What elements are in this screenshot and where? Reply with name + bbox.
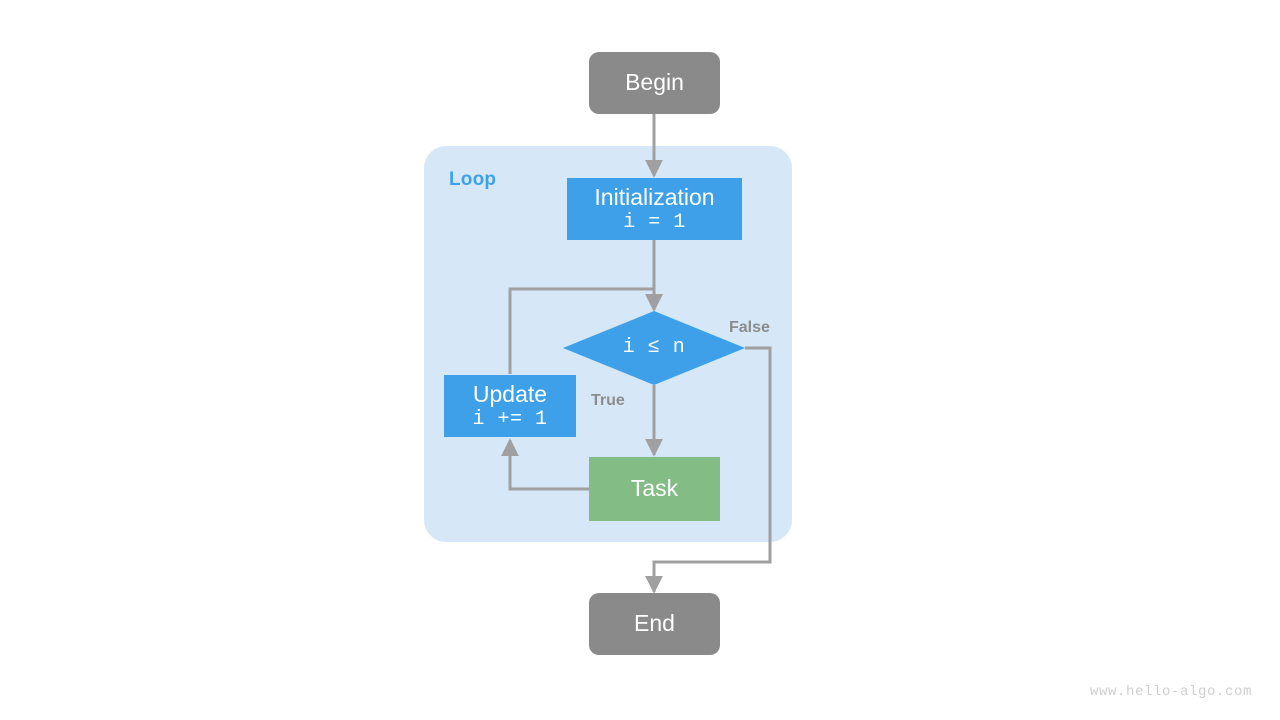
node-initialization-shape[interactable] — [567, 178, 742, 240]
edge-label-true: True — [591, 392, 625, 409]
node-begin-shape[interactable] — [589, 52, 720, 114]
node-task-shape[interactable] — [589, 457, 720, 521]
edge-label-false: False — [729, 319, 770, 336]
edge-update-to-condition — [508, 287, 663, 374]
node-update-shape[interactable] — [444, 375, 576, 437]
loop-container-label: Loop — [449, 169, 497, 190]
edge-condition-to-end — [645, 346, 772, 594]
edge-task-to-update — [501, 438, 589, 491]
node-end-shape[interactable] — [589, 593, 720, 655]
watermark: www.hello-algo.com — [1089, 684, 1252, 700]
node-condition-shape[interactable] — [563, 311, 745, 385]
